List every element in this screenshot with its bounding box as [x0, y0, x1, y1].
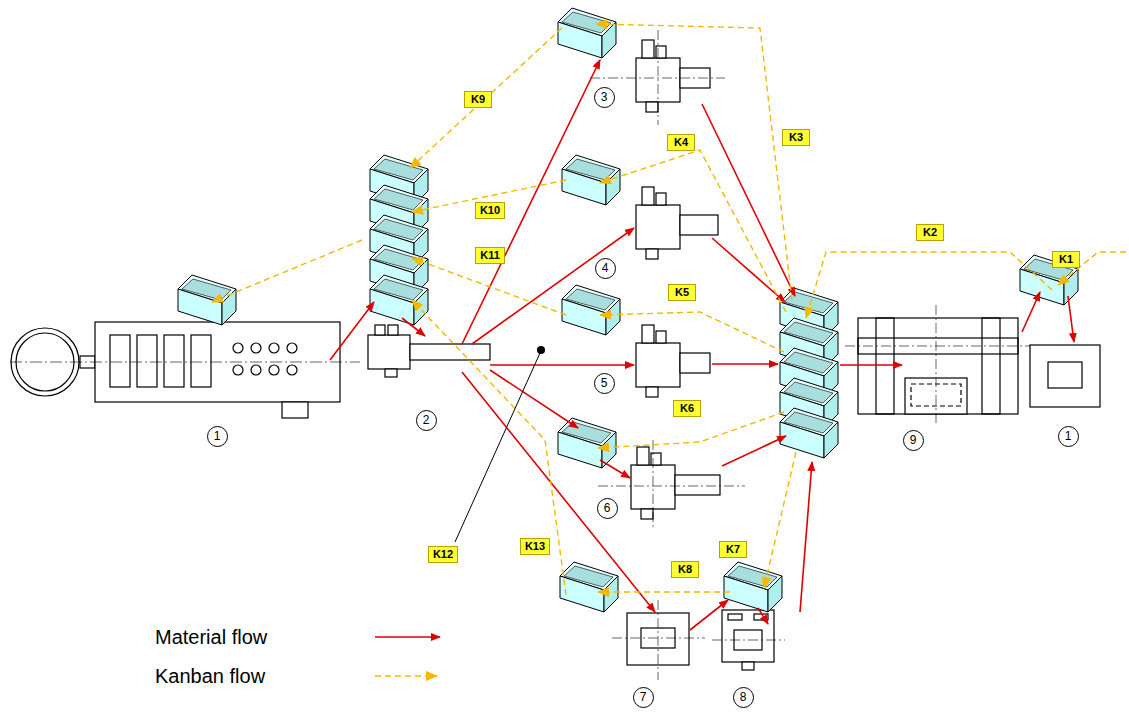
callout-number: 6: [597, 498, 618, 519]
kanban-label: K5: [668, 284, 696, 301]
kanban-label: K4: [667, 134, 695, 151]
callout-number: 3: [594, 87, 615, 108]
node-text: K8: [678, 564, 692, 575]
machine: [612, 600, 785, 680]
callout-number: 4: [595, 258, 616, 279]
node-text: 9: [910, 434, 917, 446]
kanban-bin: [178, 8, 1078, 612]
node-text: K5: [675, 287, 689, 298]
machine: [1030, 345, 1100, 407]
kanban-flow: [212, 24, 1126, 595]
kanban-label: K7: [719, 541, 747, 558]
legend-text: Material flow: [155, 626, 267, 649]
callout-number: 1: [207, 426, 228, 447]
node-text: K9: [471, 94, 485, 105]
node-text: K7: [726, 544, 740, 555]
callout-number: 8: [733, 687, 754, 708]
kanban-label: K9: [464, 91, 492, 108]
callout-number: 9: [903, 430, 924, 451]
machine: [368, 325, 490, 377]
node-text: 1: [214, 430, 221, 442]
kanban-label: K3: [782, 129, 810, 146]
node-text: 3: [601, 91, 608, 103]
kanban-label: K8: [671, 561, 699, 578]
callout-number: 5: [594, 373, 615, 394]
legend-sample: [375, 637, 440, 676]
node-text: K1: [1059, 254, 1073, 265]
node-text: K3: [789, 132, 803, 143]
kanban-label: K6: [673, 400, 701, 417]
callout-number: 2: [416, 410, 437, 431]
legend-text: Kanban flow: [155, 665, 265, 688]
kanban-label: K13: [520, 538, 550, 555]
node-text: K6: [680, 403, 694, 414]
callout-number: 7: [633, 687, 654, 708]
kanban-label: K10: [475, 202, 505, 219]
node-text: K13: [525, 541, 545, 552]
kanban-label: K1: [1052, 251, 1080, 268]
node-text: 4: [602, 262, 609, 274]
leader-line: [455, 346, 545, 542]
node-text: 6: [604, 502, 611, 514]
machine: [10, 322, 360, 418]
node-text: 5: [601, 377, 608, 389]
node-text: 8: [740, 691, 747, 703]
node-text: 1: [1065, 430, 1072, 442]
node-text: 2: [423, 414, 430, 426]
kanban-label: K11: [475, 247, 505, 264]
kanban-label: K2: [916, 224, 944, 241]
node-text: 7: [640, 691, 647, 703]
material-flow: [330, 60, 1074, 630]
node-text: K4: [674, 137, 688, 148]
callout-number: 1: [1058, 426, 1079, 447]
node-text: K2: [923, 227, 937, 238]
node-text: K10: [480, 205, 500, 216]
node-text: K12: [433, 549, 453, 560]
kanban-label: K12: [428, 546, 458, 563]
node-text: K11: [480, 250, 500, 261]
